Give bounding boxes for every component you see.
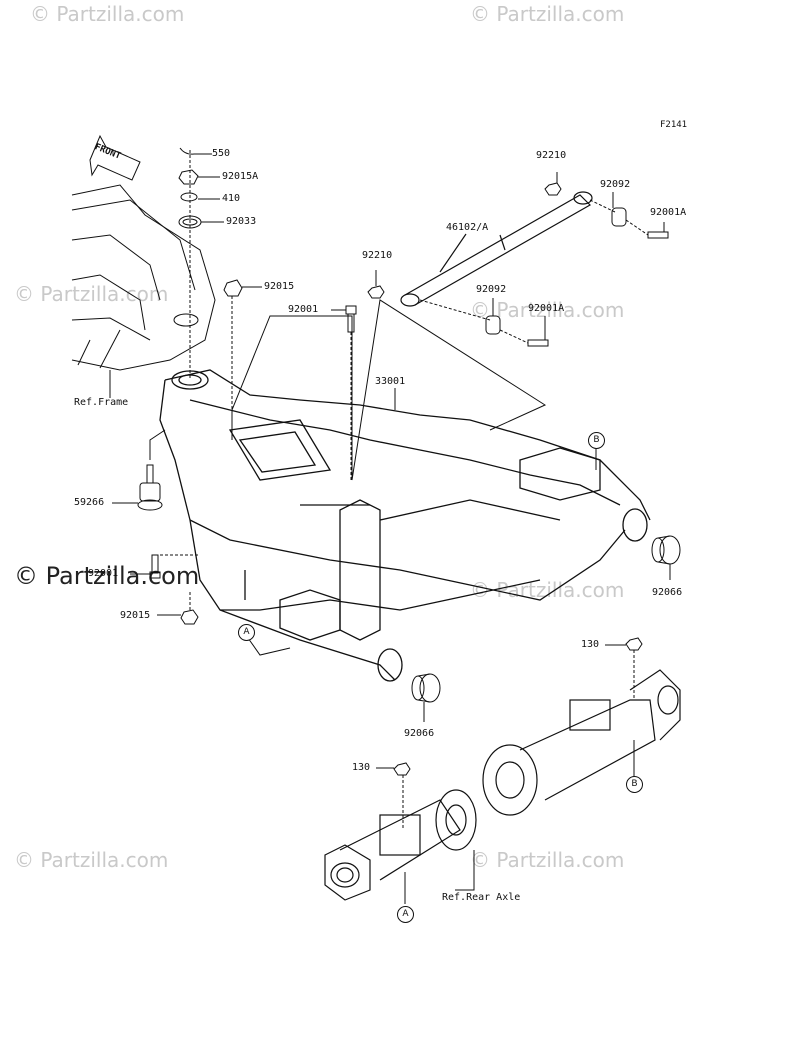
callout-b-frame: B [588, 432, 605, 449]
plug-cap-left [411, 673, 441, 722]
part-label-92001A-b[interactable]: 92001A [528, 303, 565, 314]
part-label-92033[interactable]: 92033 [226, 216, 257, 227]
part-label-33001[interactable]: 33001 [375, 376, 406, 387]
rear-axle-left [324, 789, 477, 901]
part-label-92015-low[interactable]: 92015 [120, 610, 151, 621]
hardware-stack [178, 147, 224, 380]
ref-frame-drawing [71, 184, 216, 398]
part-label-92092-b[interactable]: 92092 [476, 284, 507, 295]
watermark: © Partzilla.com [14, 848, 169, 872]
callout-a-axle: A [397, 906, 414, 923]
watermark: © Partzilla.com [470, 2, 625, 26]
part-label-92210-b[interactable]: 92210 [362, 250, 393, 261]
part-label-59266[interactable]: 59266 [74, 497, 105, 508]
front-arrow-icon [89, 134, 141, 181]
watermark: © Partzilla.com [470, 298, 625, 322]
watermark: © Partzilla.com [14, 282, 169, 306]
part-label-92015-top[interactable]: 92015 [264, 281, 295, 292]
torque-link [400, 191, 593, 307]
part-label-92001-top[interactable]: 92001 [288, 304, 319, 315]
plug-cap-right [651, 535, 681, 580]
part-label-92092-a[interactable]: 92092 [600, 179, 631, 190]
callout-a-frame: A [238, 624, 255, 641]
part-label-92066-right[interactable]: 92066 [652, 587, 683, 598]
part-label-130-left[interactable]: 130 [352, 762, 371, 773]
part-label-46102A[interactable]: 46102/A [446, 222, 489, 233]
part-label-92210-a[interactable]: 92210 [536, 150, 567, 161]
figure-id: F2141 [660, 120, 688, 130]
ref-rear-axle-label: Ref.Rear Axle [442, 892, 521, 903]
part-label-130-right[interactable]: 130 [581, 639, 600, 650]
part-label-550[interactable]: 550 [212, 148, 231, 159]
part-label-410[interactable]: 410 [222, 193, 241, 204]
part-label-92015A[interactable]: 92015A [222, 171, 259, 182]
watermark: © Partzilla.com [470, 848, 625, 872]
watermark-large: © Partzilla.com [14, 562, 200, 590]
rubber-mount [112, 429, 166, 511]
part-label-92001A-a[interactable]: 92001A [650, 207, 687, 218]
ref-frame-label: Ref.Frame [74, 397, 129, 408]
callout-b-axle: B [626, 776, 643, 793]
watermark: © Partzilla.com [30, 2, 185, 26]
part-label-92001-low[interactable]: 92001 [88, 568, 119, 579]
rear-axle-right [482, 669, 681, 816]
part-label-92066-left[interactable]: 92066 [404, 728, 435, 739]
swing-arm-frame [159, 369, 651, 682]
